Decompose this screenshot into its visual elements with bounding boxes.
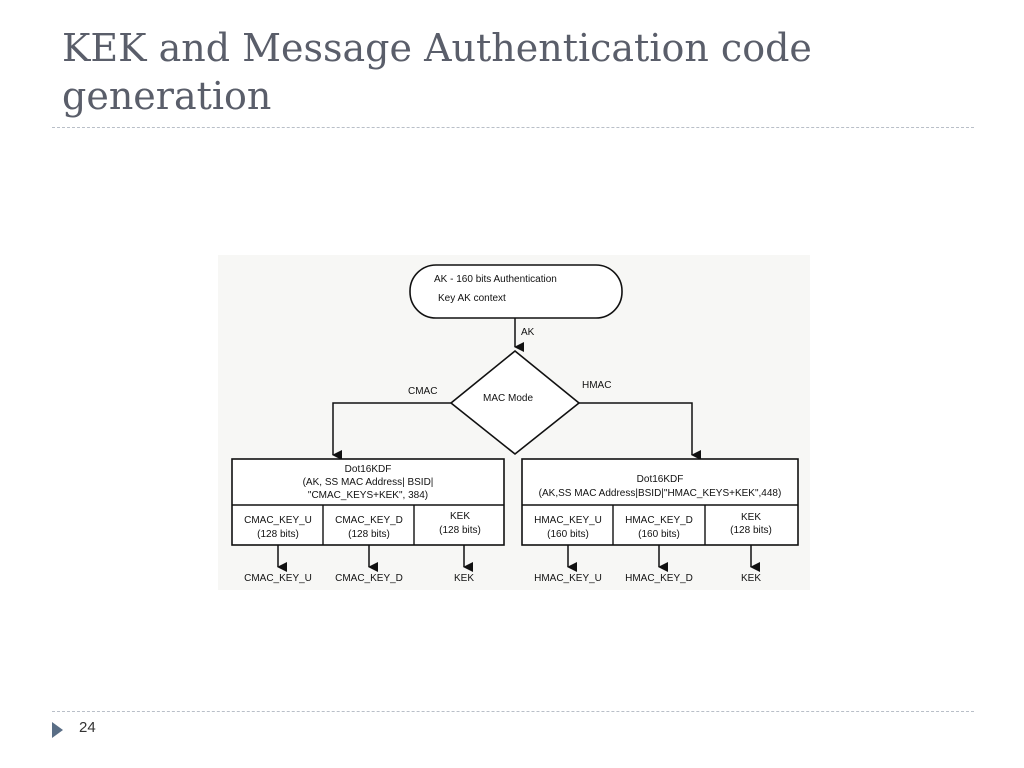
hmac-branch-arrow (579, 402, 701, 460)
start-node-line2: Key AK context (438, 293, 506, 304)
hmac-key-d-name: HMAC_KEY_D (625, 515, 693, 526)
hmac-key-d-output: HMAC_KEY_D (625, 573, 693, 584)
cmac-branch-label: CMAC (408, 386, 437, 397)
cmac-kdf-line1: Dot16KDF (345, 464, 392, 475)
start-node (409, 264, 623, 319)
hmac-kdf-line2: (AK,SS MAC Address|BSID|"HMAC_KEYS+KEK",… (539, 488, 782, 499)
hmac-key-d-bits: (160 bits) (638, 529, 680, 540)
hmac-kek-name: KEK (741, 512, 761, 523)
hmac-kdf-line1: Dot16KDF (637, 474, 684, 485)
diagram-canvas: AK - 160 bits Authentication Key AK cont… (218, 255, 810, 590)
cmac-kek-output: KEK (454, 573, 474, 584)
hmac-key-u-bits: (160 bits) (547, 529, 589, 540)
cmac-key-u-output: CMAC_KEY_U (244, 573, 312, 584)
mac-mode-decision (449, 349, 581, 456)
hmac-branch-label: HMAC (582, 380, 611, 391)
page-number: 24 (79, 719, 96, 736)
footer-divider (52, 711, 974, 712)
hmac-key-u-name: HMAC_KEY_U (534, 515, 602, 526)
key-derivation-diagram: AK - 160 bits Authentication Key AK cont… (218, 255, 810, 590)
cmac-key-u-bits: (128 bits) (257, 529, 299, 540)
cmac-key-u-name: CMAC_KEY_U (244, 515, 312, 526)
bullet-arrow-icon (52, 722, 63, 738)
cmac-kdf-line2: (AK, SS MAC Address| BSID| (303, 477, 434, 488)
cmac-kdf-block (231, 458, 505, 546)
start-node-line1: AK - 160 bits Authentication (434, 274, 557, 285)
cmac-key-d-output: CMAC_KEY_D (335, 573, 403, 584)
hmac-kek-output: KEK (741, 573, 761, 584)
slide-title: KEK and Message Authentication code gene… (62, 26, 812, 118)
cmac-kdf-line3: "CMAC_KEYS+KEK", 384) (308, 490, 428, 501)
cmac-branch-arrow (332, 402, 451, 460)
cmac-key-d-name: CMAC_KEY_D (335, 515, 403, 526)
hmac-kdf-block (521, 458, 799, 546)
ak-label: AK (521, 327, 535, 338)
hmac-kek-bits: (128 bits) (730, 525, 772, 536)
cmac-key-d-bits: (128 bits) (348, 529, 390, 540)
hmac-key-u-output: HMAC_KEY_U (534, 573, 602, 584)
cmac-kek-name: KEK (450, 511, 470, 522)
cmac-kek-bits: (128 bits) (439, 525, 481, 536)
decision-label: MAC Mode (483, 393, 533, 404)
title-divider (52, 127, 974, 128)
